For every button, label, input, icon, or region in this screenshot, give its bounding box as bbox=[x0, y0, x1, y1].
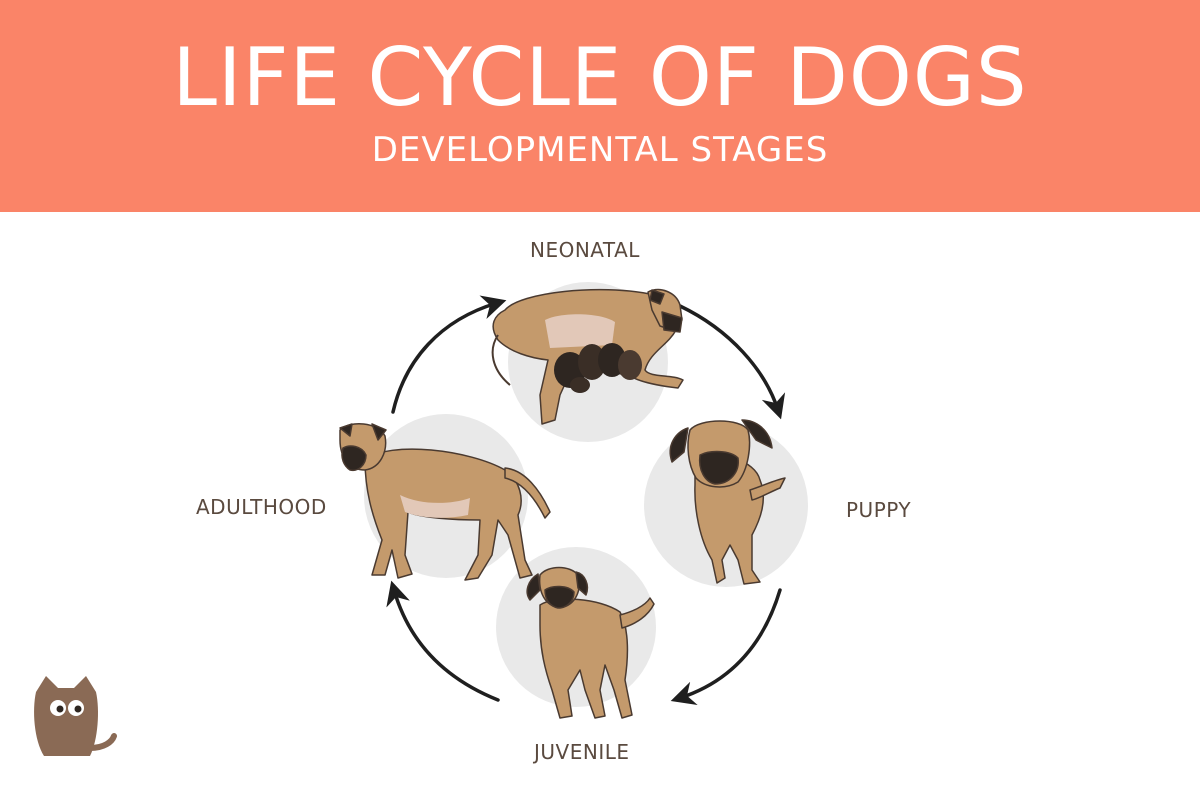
arrow-neonatal-to-puppy bbox=[678, 304, 786, 420]
page-subtitle: DEVELOPMENTAL STAGES bbox=[371, 130, 829, 170]
puppy-dog-illustration bbox=[669, 419, 786, 585]
juvenile-dog-illustration bbox=[526, 566, 655, 719]
cycle-arrow-icon bbox=[386, 295, 786, 706]
adult-dog-illustration bbox=[339, 423, 551, 581]
arrow-adulthood-to-neonatal bbox=[391, 295, 507, 414]
neonatal-dog-illustration bbox=[491, 288, 684, 425]
stage-label-puppy: PUPPY bbox=[846, 498, 912, 522]
stage-label-neonatal: NEONATAL bbox=[530, 238, 640, 262]
page-title: LIFE CYCLE OF DOGS bbox=[172, 31, 1028, 124]
arrow-juvenile-to-adulthood bbox=[386, 580, 500, 702]
arrow-puppy-to-juvenile bbox=[670, 588, 782, 706]
cat-logo-icon bbox=[34, 676, 117, 756]
stage-label-juvenile: JUVENILE bbox=[534, 740, 630, 764]
stage-label-adulthood: ADULTHOOD bbox=[196, 495, 327, 519]
title-banner: LIFE CYCLE OF DOGS DEVELOPMENTAL STAGES bbox=[0, 0, 1200, 212]
